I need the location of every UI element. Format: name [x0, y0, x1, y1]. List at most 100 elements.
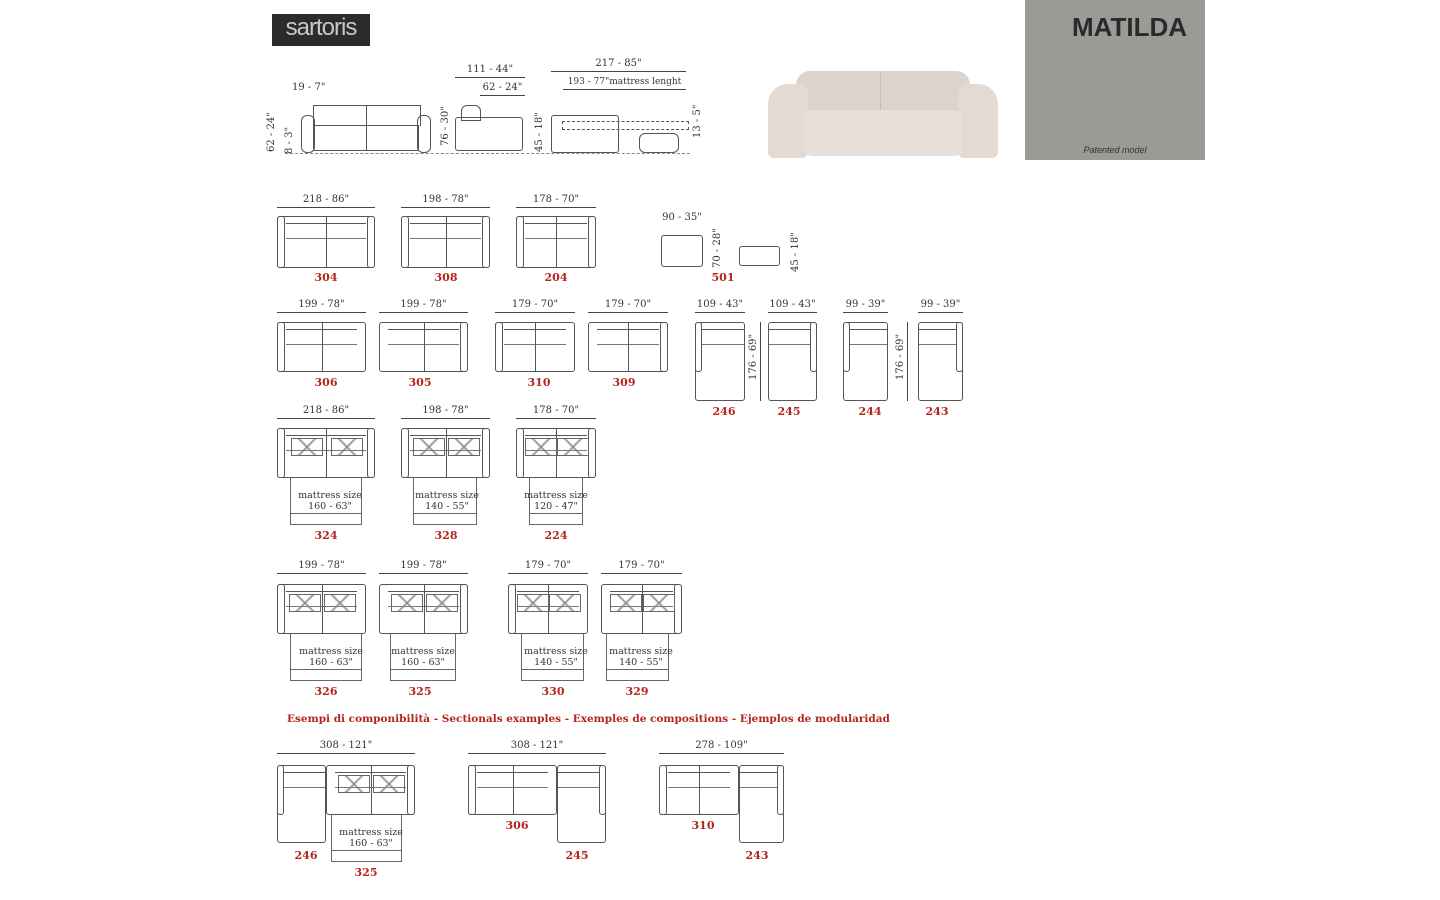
armrest [460, 322, 468, 372]
pillow [549, 594, 581, 612]
module-324-drawing[interactable] [277, 428, 375, 478]
height-dim: 62 - 24" [266, 112, 277, 152]
armrest [516, 428, 524, 478]
armrest [495, 322, 503, 372]
cushion-divider [326, 429, 327, 477]
armrest [674, 584, 682, 634]
module-306-drawing[interactable] [277, 322, 366, 372]
module-dim: 199 - 78" [379, 299, 468, 313]
module-dim: 178 - 70" [516, 194, 596, 208]
module-code: 326 [314, 685, 338, 698]
patented-note: Patented model [1083, 145, 1147, 155]
module-dim: 198 - 78" [401, 405, 490, 419]
cushion-divider [370, 766, 372, 814]
composition-dim: 308 - 121" [468, 740, 606, 754]
product-title: MATILDA [1071, 12, 1187, 42]
module-305-drawing[interactable] [379, 322, 468, 372]
cushion-divider [628, 323, 629, 371]
module-code: 324 [314, 529, 338, 542]
module-code: 243 [745, 849, 769, 862]
module-code: 306 [505, 819, 529, 832]
module-code: 245 [565, 849, 589, 862]
open-bed-view [551, 115, 691, 153]
module-224-drawing[interactable] [516, 428, 596, 478]
module-204-drawing[interactable] [516, 216, 596, 268]
module-326-drawing[interactable] [277, 584, 366, 634]
module-dim: 198 - 78" [401, 194, 490, 208]
pillow [390, 594, 423, 612]
open-length-dim: 217 - 85" [551, 58, 686, 72]
module-dim: 199 - 78" [379, 560, 468, 574]
pillow [373, 775, 406, 793]
cushion-divider [423, 323, 425, 371]
pillow [426, 594, 459, 612]
product-photo [768, 68, 998, 160]
module-dim: 179 - 70" [495, 299, 575, 313]
module-code: 304 [314, 271, 338, 284]
cushion-divider [321, 323, 323, 371]
armrest [588, 428, 596, 478]
module-code: 328 [434, 529, 458, 542]
module-dim: 179 - 70" [588, 299, 668, 313]
module-325-drawing[interactable] [379, 584, 468, 634]
cushion-divider [535, 323, 536, 371]
module-244-drawing[interactable] [843, 322, 888, 401]
module-code: 310 [691, 819, 715, 832]
composition-dim: 278 - 109" [659, 740, 784, 754]
composition-1-drawing[interactable] [277, 765, 415, 843]
ottoman-height-dim: 45 - 18" [790, 232, 801, 272]
module-304-drawing[interactable] [277, 216, 375, 268]
module-501-drawing[interactable] [661, 235, 703, 267]
module-dim: 179 - 70" [508, 560, 588, 574]
armrest [516, 216, 524, 268]
depth-dim: 111 - 44" [455, 64, 525, 78]
armrest [277, 428, 285, 478]
module-308-drawing[interactable] [401, 216, 490, 268]
compositions-caption: Esempi di componibilità - Sectionals exa… [287, 713, 890, 725]
pillow [642, 594, 675, 612]
module-246-drawing[interactable] [695, 322, 745, 401]
armrest [843, 322, 850, 372]
pillow [448, 438, 481, 456]
sartoris-logo: sartoris [272, 14, 370, 46]
module-330-drawing[interactable] [508, 584, 588, 634]
composition-2-drawing[interactable] [468, 765, 606, 843]
module-309-drawing[interactable] [588, 322, 668, 372]
pillow [412, 438, 445, 456]
module-310-drawing[interactable] [495, 322, 575, 372]
armrest [482, 428, 490, 478]
cushion-divider [556, 217, 557, 267]
module-dim: 178 - 70" [516, 405, 596, 419]
module-dim: 109 - 43" [695, 299, 745, 313]
module-code: 305 [408, 376, 432, 389]
module-code: 501 [711, 271, 735, 284]
composition-3-drawing[interactable] [659, 765, 784, 843]
armrest [407, 765, 415, 815]
arm-width-dim: 19 - 7" [292, 82, 326, 93]
module-code: 325 [354, 866, 378, 879]
cushion-divider [445, 429, 447, 477]
seat-height-dim: 45 - 18" [534, 112, 545, 152]
module-328-drawing[interactable] [401, 428, 490, 478]
module-dim: 90 - 35" [662, 212, 702, 223]
module-329-drawing[interactable] [601, 584, 682, 634]
module-code: 245 [777, 405, 801, 418]
armrest [659, 765, 667, 815]
cushion-divider [423, 585, 425, 633]
module-code: 246 [294, 849, 318, 862]
pillow [330, 438, 363, 456]
cushion-divider [321, 585, 323, 633]
module-243-drawing[interactable] [918, 322, 963, 401]
armrest [588, 216, 596, 268]
module-code: 325 [408, 685, 432, 698]
pillow [337, 775, 370, 793]
armrest [695, 322, 702, 372]
chaise-length-dim: 176 - 69" [895, 333, 906, 380]
module-dim: 99 - 39" [843, 299, 888, 313]
module-245-drawing[interactable] [768, 322, 817, 401]
product-panel: MATILDA Patented model [1025, 0, 1205, 160]
